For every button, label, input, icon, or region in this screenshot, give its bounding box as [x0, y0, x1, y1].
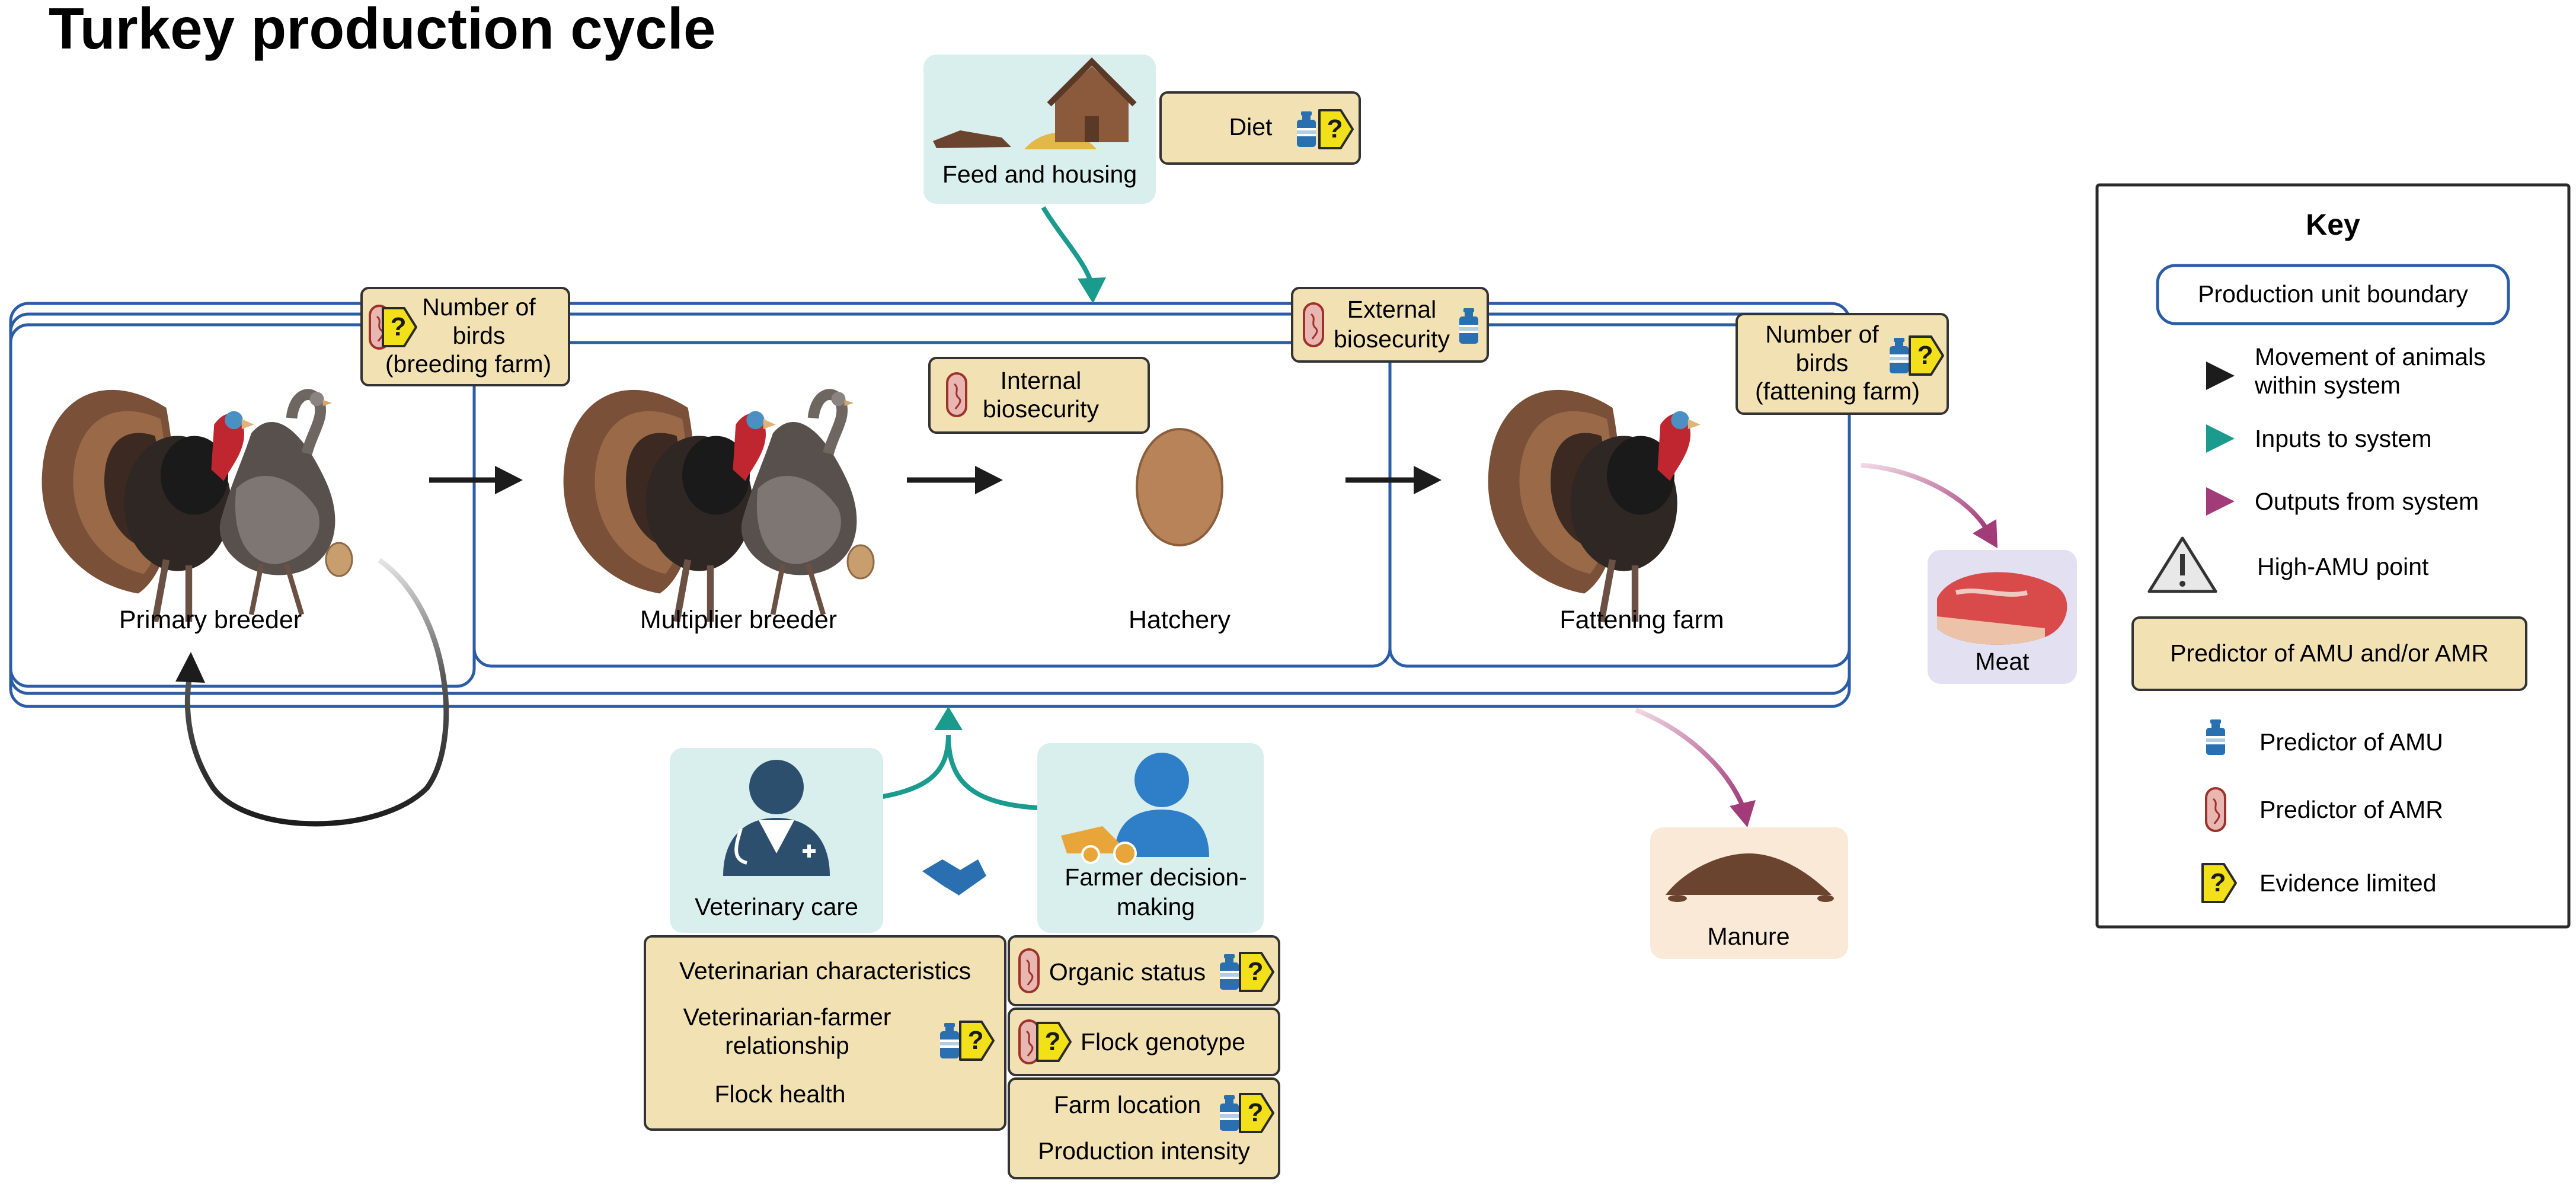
- manure-label: Manure: [1707, 923, 1789, 950]
- feed-housing-icon: [933, 57, 1137, 149]
- key-inputs-label: Inputs to system: [2255, 425, 2432, 452]
- stage-hatchery: Hatchery: [1129, 606, 1231, 634]
- predictor-diet-label: Diet: [1229, 113, 1273, 140]
- page-title: Turkey production cycle: [49, 0, 715, 61]
- multiplier-breeder-turkeys: [564, 390, 875, 622]
- predictor-birds-breeding-line2: birds: [453, 322, 506, 349]
- primary-breeder-turkeys: [42, 390, 353, 622]
- farmer-label-line2: making: [1117, 893, 1195, 920]
- predictor-birds-fattening-line3: (fattening farm): [1755, 378, 1920, 405]
- fattening-turkey: [1488, 390, 1701, 622]
- predictor-internal-biosecurity: [928, 357, 1150, 434]
- predictor-birds-fattening-line2: birds: [1796, 349, 1849, 376]
- predictor-external-biosecurity: [1291, 287, 1489, 363]
- boundary-fattening: [1388, 323, 1851, 668]
- predictor-internal-line2: biosecurity: [983, 395, 1099, 423]
- farmer-icon: [1061, 753, 1209, 865]
- key-outputs-label: Outputs from system: [2255, 488, 2479, 515]
- predictor-birds-breeding: [360, 287, 570, 386]
- key-movement-line1: Movement of animals: [2255, 343, 2486, 370]
- predictor-vet-farmer-line2: relationship: [725, 1032, 849, 1059]
- output-arrowhead: [1730, 800, 1756, 827]
- key-title: Key: [2306, 208, 2360, 241]
- input-arrowhead: [1078, 277, 1106, 303]
- hatchery-egg-icon: [1136, 428, 1223, 546]
- predictor-vet-farmer-line1: Veterinarian-farmer: [683, 1003, 891, 1031]
- predictor-veterinarian-group: [644, 935, 1006, 1131]
- amr-icon: [946, 372, 967, 417]
- predictor-organic-status: [1008, 935, 1280, 1006]
- key-movement-arrowhead: [2206, 362, 2235, 390]
- loop-arrowhead: [175, 652, 205, 683]
- key-amr-icon: [2205, 787, 2226, 832]
- output-arrow-meat: [1861, 463, 1988, 529]
- stage-fattening-farm: Fattening farm: [1559, 606, 1724, 634]
- egg-icon: [846, 544, 875, 580]
- predictor-flock-health: Flock health: [714, 1080, 845, 1108]
- veterinarian-icon: [723, 760, 830, 876]
- predictor-birds-breeding-line3: (breeding farm): [385, 350, 551, 378]
- stage-primary-breeder: Primary breeder: [119, 606, 302, 634]
- key-amr-label: Predictor of AMR: [2259, 796, 2443, 823]
- key-amu-label: Predictor of AMU: [2259, 728, 2443, 756]
- amr-icon: [1303, 302, 1324, 347]
- predictor-flock-genotype: [1008, 1008, 1280, 1076]
- predictor-farm-location-group: [1008, 1077, 1280, 1179]
- predictor-birds-breeding-line1: Number of: [422, 293, 536, 321]
- predictor-external-line2: biosecurity: [1334, 325, 1450, 353]
- predictor-internal-line1: Internal: [1001, 367, 1082, 394]
- key-limited-label: Evidence limited: [2259, 869, 2437, 897]
- key-inputs-arrowhead: [2206, 424, 2235, 453]
- movement-arrowhead: [975, 466, 1003, 494]
- manure-icon: [1666, 853, 1834, 902]
- movement-arrowhead: [1414, 466, 1442, 494]
- input-arrowhead: [934, 706, 963, 730]
- key-high-amu-label: High-AMU point: [2257, 553, 2429, 580]
- key-outputs-arrowhead: [2206, 487, 2235, 516]
- veterinary-care-label: Veterinary care: [695, 893, 858, 920]
- stage-multiplier-breeder: Multiplier breeder: [640, 606, 837, 634]
- loop-arrow: [184, 558, 449, 827]
- key-boundary-label: Production unit boundary: [2198, 280, 2468, 308]
- predictor-production-intensity: Production intensity: [1038, 1137, 1250, 1165]
- movement-arrowhead: [495, 466, 523, 494]
- warning-triangle-icon: [2147, 536, 2217, 593]
- steak-icon: [1937, 572, 2067, 645]
- amr-icon: [1018, 1019, 1040, 1064]
- input-arrow-farmer: [946, 734, 1050, 811]
- egg-icon: [325, 542, 353, 577]
- key-movement-line2: within system: [2254, 372, 2401, 399]
- input-arrow-feed: [1041, 206, 1094, 286]
- predictor-flock-genotype-label: Flock genotype: [1081, 1028, 1245, 1056]
- predictor-vet-characteristics: Veterinarian characteristics: [679, 957, 971, 984]
- feed-housing-label: Feed and housing: [942, 161, 1137, 188]
- meat-label: Meat: [1975, 648, 2030, 675]
- amr-icon: [1018, 948, 1040, 993]
- predictor-farm-location: Farm location: [1054, 1091, 1201, 1118]
- predictor-organic-label: Organic status: [1049, 958, 1206, 986]
- key-predictor-label: Predictor of AMU and/or AMR: [2170, 639, 2489, 667]
- key-predictor-swatch: [2131, 616, 2527, 691]
- output-arrow-manure: [1635, 708, 1745, 807]
- handshake-icon: [922, 859, 986, 897]
- output-arrowhead: [1973, 519, 1997, 548]
- predictor-external-line1: External: [1347, 296, 1436, 323]
- key-boundary-swatch: [2156, 264, 2510, 325]
- farmer-label-line1: Farmer decision-: [1065, 863, 1247, 891]
- predictor-birds-fattening-line1: Number of: [1765, 321, 1879, 348]
